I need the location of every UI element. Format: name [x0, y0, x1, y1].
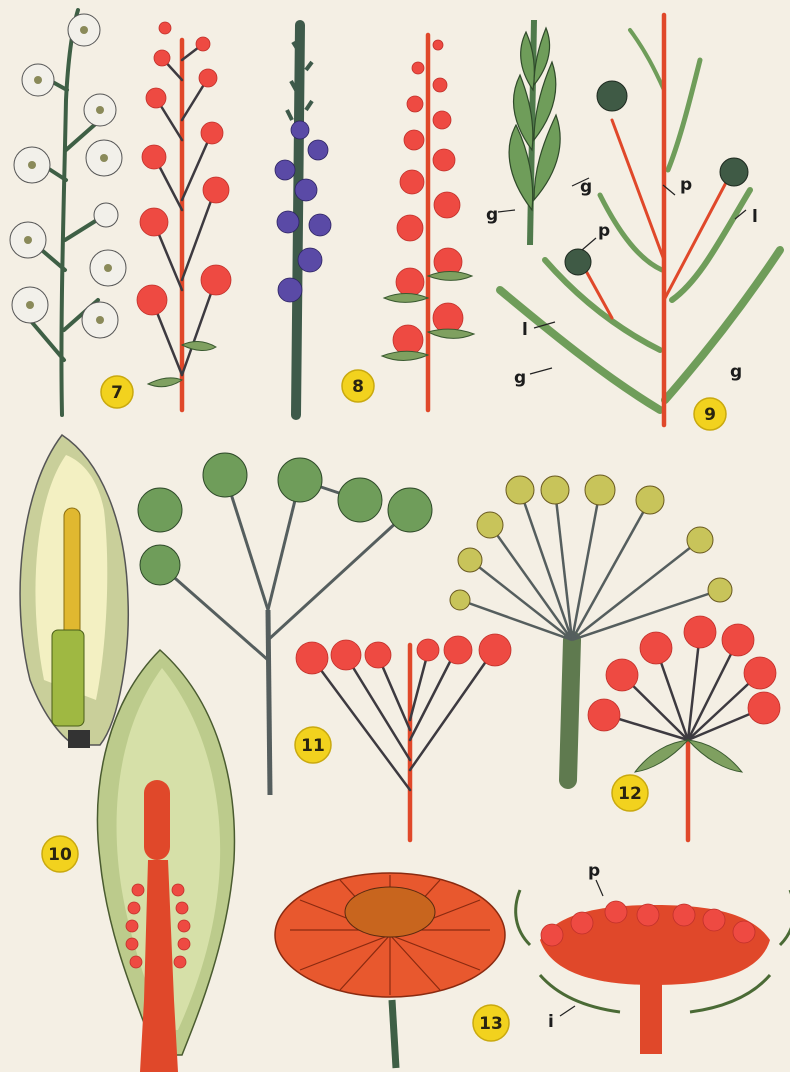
label-g-bract-right: g	[730, 362, 742, 382]
fig7-raceme-schematic	[137, 22, 231, 410]
figure-number-13: 13	[473, 1005, 509, 1041]
figure-number-12: 12	[612, 775, 648, 811]
svg-text:9: 9	[704, 405, 716, 425]
fig9-shoot	[509, 20, 560, 245]
label-i-involucre: i	[548, 1012, 554, 1032]
svg-text:12: 12	[618, 784, 642, 804]
fig7-raceme-illustration	[10, 10, 126, 415]
label-p-receptacle: p	[588, 861, 600, 881]
label-p-lower: p	[598, 221, 610, 241]
label-g-bract-left: g	[514, 368, 526, 388]
fig13-capitulum-illustration	[275, 873, 505, 1068]
svg-text:13: 13	[479, 1014, 503, 1034]
figure-number-8: 8	[342, 370, 374, 402]
label-l-left: l	[522, 320, 528, 340]
label-l-right: l	[752, 207, 758, 227]
fig12-umbel-schematic	[588, 616, 780, 840]
label-p-upper: p	[680, 175, 692, 195]
svg-text:10: 10	[48, 845, 72, 865]
fig8-spike-schematic	[382, 35, 474, 410]
figure-number-11: 11	[295, 727, 331, 763]
svg-text:7: 7	[111, 383, 123, 403]
svg-text:8: 8	[352, 377, 364, 397]
figure-number-9: 9	[694, 398, 726, 430]
fig10-spathe-schematic	[98, 650, 235, 1072]
fig10-spathe-illustration	[20, 435, 128, 748]
label-g-shoot-left: g	[486, 205, 498, 225]
label-g-shoot-right: g	[580, 177, 592, 197]
figure-number-10: 10	[42, 836, 78, 872]
fig13-capitulum-schematic	[516, 890, 790, 1054]
figure-number-7: 7	[101, 376, 133, 408]
fig8-spike-illustration	[275, 25, 331, 415]
svg-text:11: 11	[301, 736, 325, 756]
